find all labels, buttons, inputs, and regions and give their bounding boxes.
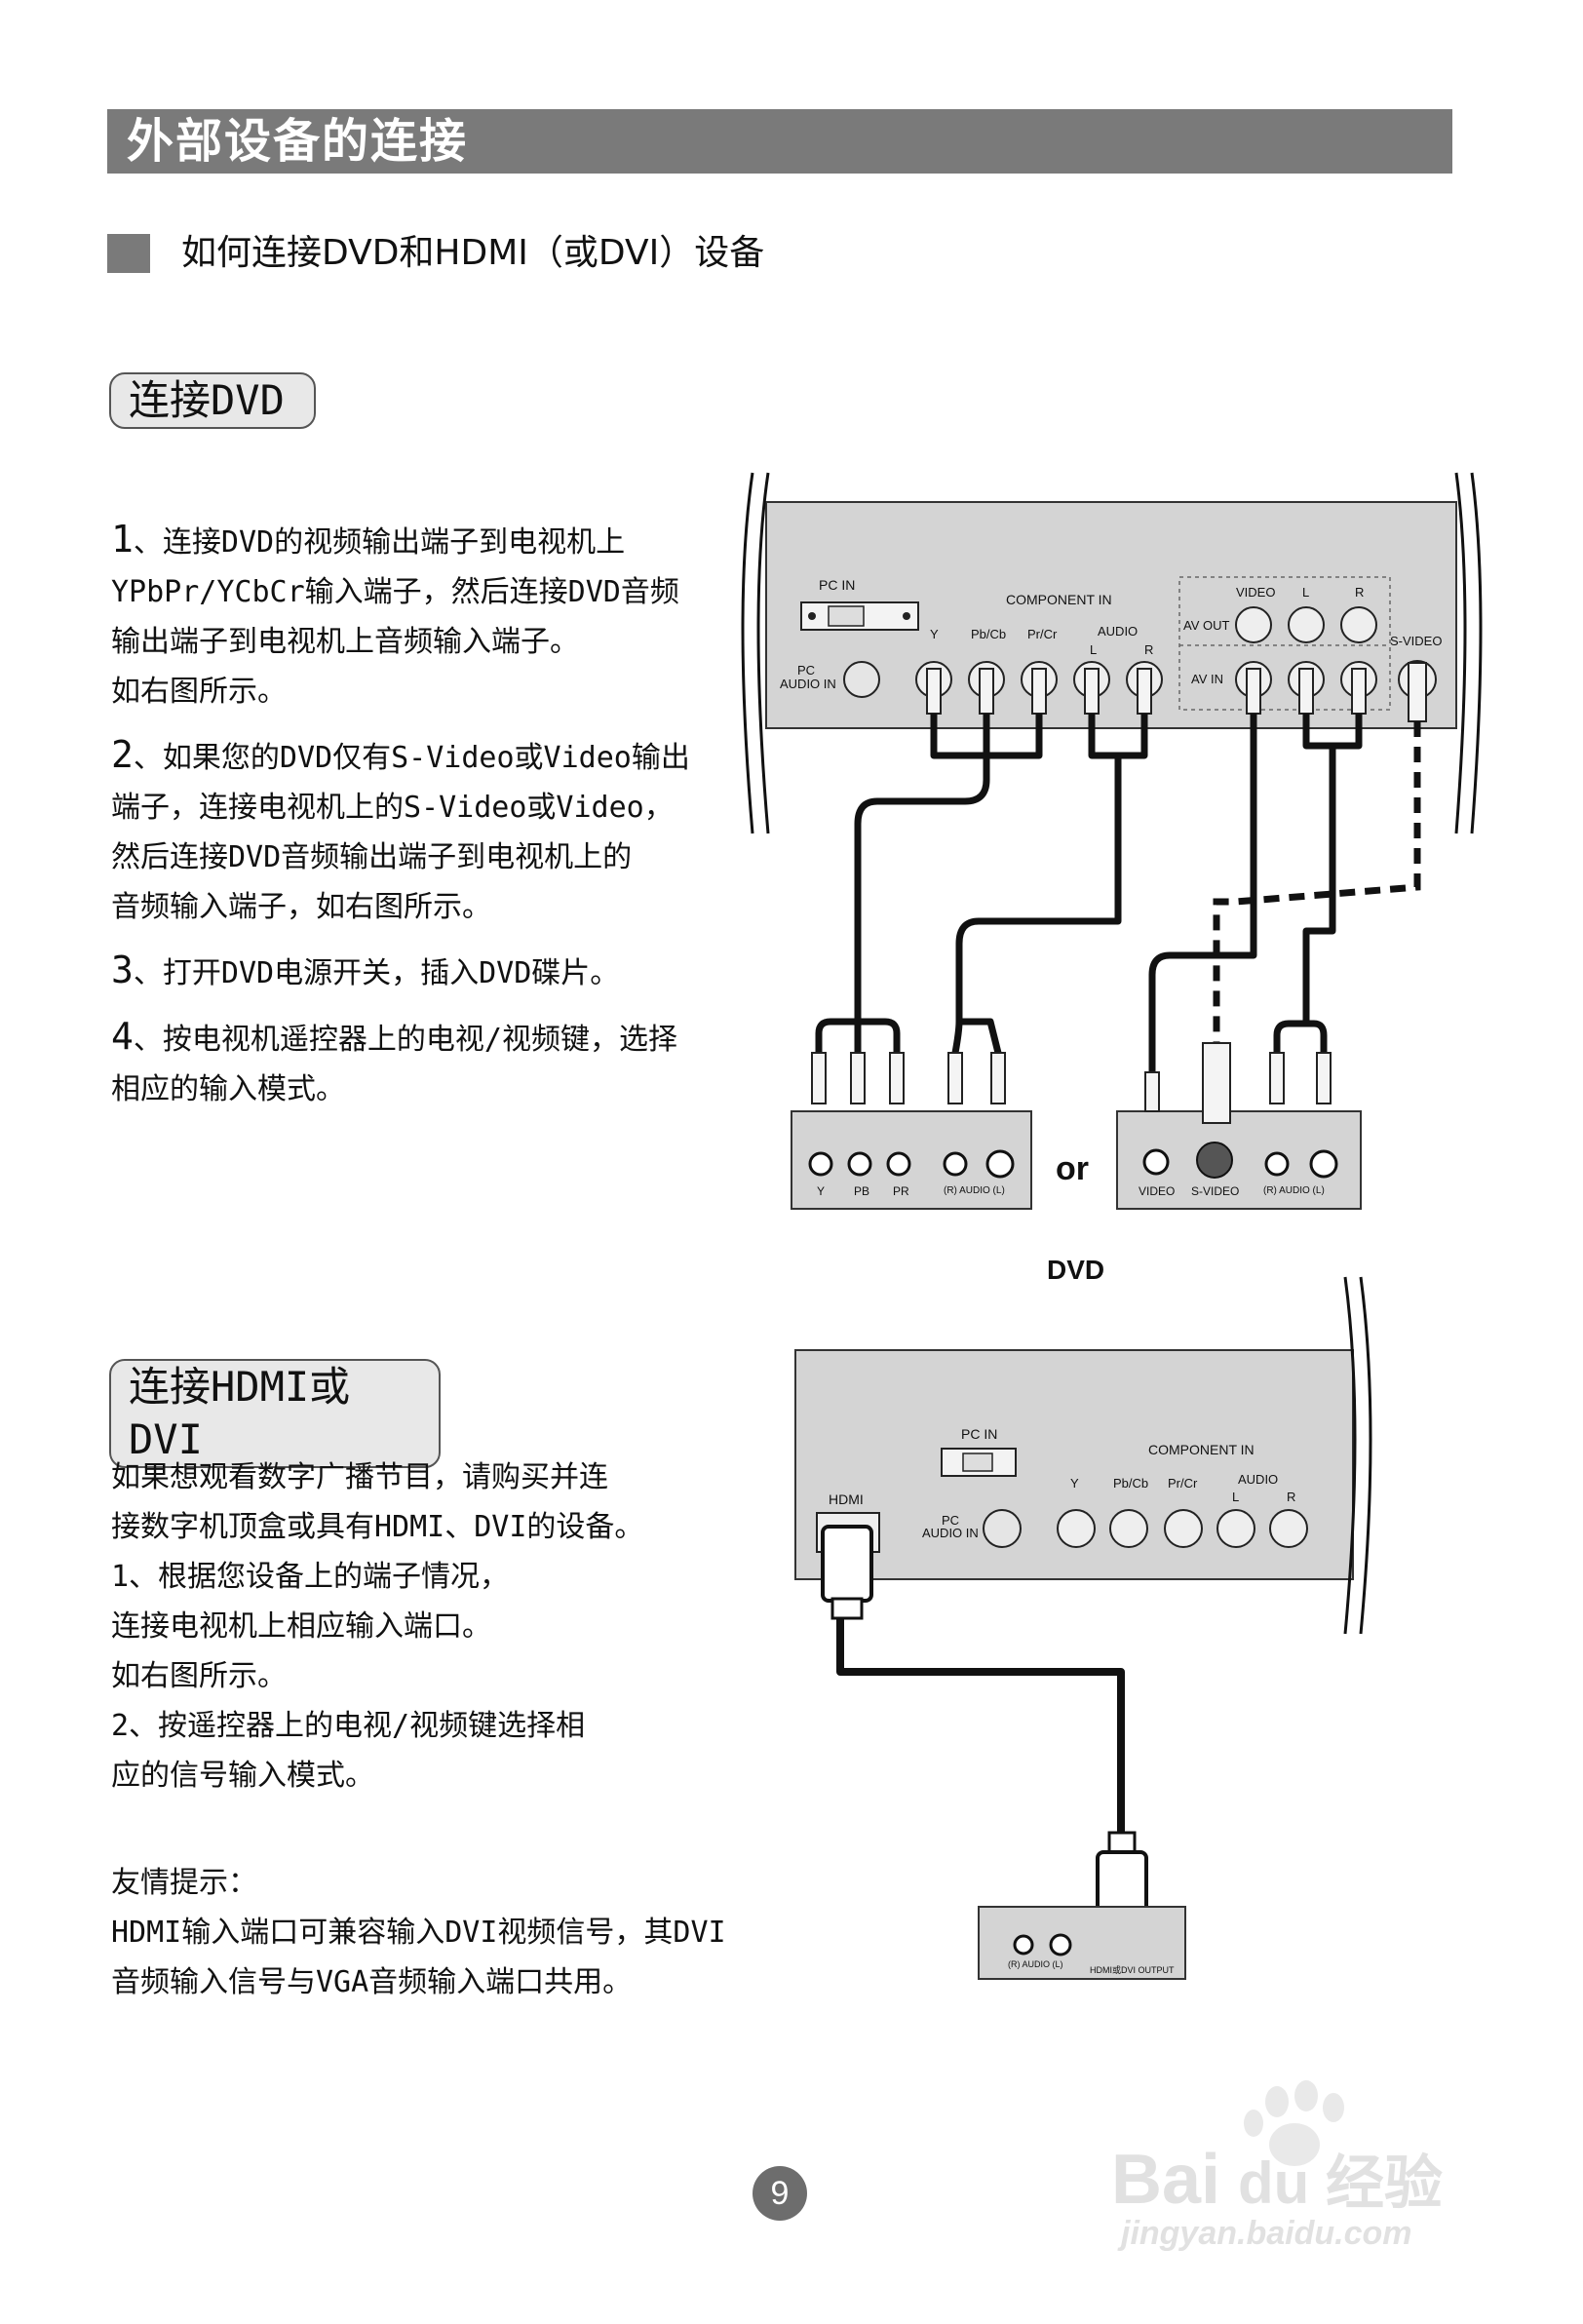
tip-line: 音频输入信号与VGA音频输入端口共用。 bbox=[111, 1965, 633, 1999]
dvd-steps: 1、连接DVD的视频输出端子到电视机上 YPbPr/YCbCr输入端子，然后连接… bbox=[111, 515, 774, 1128]
hdmi-instructions: 如果想观看数字广播节目，请购买并连 接数字机顶盒或具有HDMI、DVI的设备。 … bbox=[111, 1452, 793, 1801]
break-line bbox=[1454, 472, 1467, 834]
pc-in-label-2: PC IN bbox=[961, 1426, 997, 1442]
or-label: or bbox=[1056, 1150, 1089, 1187]
av-in-label: AV IN bbox=[1191, 672, 1223, 686]
header-bar bbox=[107, 109, 1452, 174]
step-line: 、按电视机遥控器上的电视/视频键，选择 bbox=[133, 1023, 677, 1057]
video-label: VIDEO bbox=[1236, 585, 1275, 600]
dvd1-audio-label: (R) AUDIO (L) bbox=[944, 1185, 1005, 1196]
r-label: R bbox=[1355, 585, 1364, 600]
dvd-step-1: 1、连接DVD的视频输出端子到电视机上 YPbPr/YCbCr输入端子，然后连接… bbox=[111, 515, 774, 717]
tip-title: 友情提示： bbox=[111, 1866, 257, 1900]
step-line: 、连接DVD的视频输出端子到电视机上 bbox=[133, 525, 626, 560]
break-line bbox=[741, 472, 754, 834]
hdmi-line: 连接电视机上相应输入端口。 bbox=[111, 1609, 491, 1644]
r-label-2: R bbox=[1287, 1490, 1295, 1504]
step-line: 输出端子到电视机上音频输入端子。 bbox=[111, 625, 579, 659]
watermark-url: jingyan.baidu.com bbox=[1117, 2215, 1411, 2252]
prcr-label-2: Pr/Cr bbox=[1168, 1476, 1198, 1491]
dvd-section-pill: 连接DVD bbox=[109, 372, 316, 429]
device-output-label: HDMI或DVI OUTPUT bbox=[1090, 1964, 1175, 1975]
hdmi-line: 1、根据您设备上的端子情况， bbox=[111, 1560, 510, 1594]
dvd-caption: DVD bbox=[1047, 1255, 1104, 1285]
hdmi-label: HDMI bbox=[829, 1491, 864, 1507]
s-video-label: S-VIDEO bbox=[1390, 634, 1442, 648]
step-number: 2 bbox=[111, 733, 134, 776]
paw-icon bbox=[1244, 2080, 1344, 2166]
hdmi-line: 2、按遥控器上的电视/视频键选择相 bbox=[111, 1709, 586, 1743]
audio-r-label: R bbox=[1144, 642, 1153, 657]
y-label-2: Y bbox=[1070, 1476, 1079, 1491]
vga-connector-icon bbox=[962, 1452, 993, 1472]
dvd2-svideo-label: S-VIDEO bbox=[1191, 1184, 1239, 1198]
y-label: Y bbox=[930, 627, 939, 641]
tv-rear-panel-2 bbox=[794, 1349, 1354, 1580]
tip-box: 友情提示： HDMI输入端口可兼容输入DVI视频信号，其DVI 音频输入信号与V… bbox=[111, 1858, 832, 2007]
audio-l-label: L bbox=[1090, 642, 1097, 657]
step-line: 相应的输入模式。 bbox=[111, 1072, 345, 1106]
pbcb-label: Pb/Cb bbox=[971, 627, 1006, 641]
pc-audio-label-2b: AUDIO IN bbox=[922, 1526, 979, 1540]
step-line: YPbPr/YCbCr输入端子，然后连接DVD音频 bbox=[111, 575, 679, 609]
hdmi-plug-top bbox=[821, 1525, 873, 1603]
step-line: 音频输入端子，如右图所示。 bbox=[111, 890, 491, 924]
dvd1-pr-label: PR bbox=[893, 1184, 909, 1198]
watermark-brand-c: 经验 bbox=[1326, 2150, 1443, 2216]
page-number: 9 bbox=[753, 2166, 807, 2221]
hdmi-line: 接数字机顶盒或具有HDMI、DVI的设备。 bbox=[111, 1510, 644, 1544]
hdmi-source-device bbox=[978, 1906, 1186, 1980]
dvd-step-3: 3、打开DVD电源开关，插入DVD碟片。 bbox=[111, 946, 774, 998]
hdmi-line: 应的信号输入模式。 bbox=[111, 1759, 374, 1793]
step-line: 如右图所示。 bbox=[111, 675, 287, 709]
device-audio-label: (R) AUDIO (L) bbox=[1008, 1959, 1063, 1969]
dvd-diagram: PC IN PC AUDIO IN COMPONENT IN Y Pb/Cb P… bbox=[741, 472, 1483, 1285]
watermark-brand-a: Bai bbox=[1111, 2141, 1220, 2219]
hdmi-diagram: PC IN HDMI PC AUDIO IN COMPONENT IN Y Pb… bbox=[794, 1276, 1372, 1980]
step-number: 1 bbox=[111, 518, 134, 561]
tip-line: HDMI输入端口可兼容输入DVI视频信号，其DVI bbox=[111, 1916, 726, 1950]
step-line: 然后连接DVD音频输出端子到电视机上的 bbox=[111, 840, 633, 874]
hdmi-line: 如果想观看数字广播节目，请购买并连 bbox=[111, 1460, 608, 1494]
dvd-step-4: 4、按电视机遥控器上的电视/视频键，选择 相应的输入模式。 bbox=[111, 1012, 774, 1114]
hdmi-section-pill: 连接HDMI或DVI bbox=[109, 1359, 441, 1468]
vga-connector-icon bbox=[828, 605, 865, 627]
section-subheading: 如何连接DVD和HDMI（或DVI）设备 bbox=[181, 233, 765, 273]
break-line bbox=[1470, 472, 1483, 834]
audio-label: AUDIO bbox=[1098, 624, 1138, 639]
dvd-step-2: 2、如果您的DVD仅有S-Video或Video输出 端子，连接电视机上的S-V… bbox=[111, 730, 774, 932]
pc-audio-label-1: PC bbox=[797, 663, 815, 678]
step-line: 端子，连接电视机上的S-Video或Video， bbox=[111, 791, 674, 825]
section-marker bbox=[107, 234, 150, 273]
step-number: 4 bbox=[111, 1015, 134, 1058]
l-label: L bbox=[1302, 585, 1309, 600]
component-in-label: COMPONENT IN bbox=[1006, 592, 1112, 607]
pc-audio-jack bbox=[843, 661, 880, 698]
l-label-2: L bbox=[1232, 1490, 1239, 1504]
pc-audio-label-2: AUDIO IN bbox=[780, 677, 836, 691]
component-in-label-2: COMPONENT IN bbox=[1148, 1442, 1255, 1457]
prcr-label: Pr/Cr bbox=[1027, 627, 1058, 641]
dvd2-audio-label: (R) AUDIO (L) bbox=[1263, 1185, 1325, 1196]
hdmi-line: 如右图所示。 bbox=[111, 1659, 287, 1693]
pbcb-label-2: Pb/Cb bbox=[1113, 1476, 1148, 1491]
step-line: 、如果您的DVD仅有S-Video或Video输出 bbox=[133, 741, 690, 775]
step-line: 、打开DVD电源开关，插入DVD碟片。 bbox=[133, 956, 620, 990]
pc-audio-label-2a: PC bbox=[942, 1513, 959, 1528]
dvd2-video-label: VIDEO bbox=[1139, 1184, 1175, 1198]
dvd1-y-label: Y bbox=[817, 1184, 825, 1198]
audio-label-2: AUDIO bbox=[1238, 1472, 1278, 1487]
watermark-brand-b: du bbox=[1238, 2150, 1309, 2216]
pc-in-label: PC IN bbox=[819, 577, 855, 593]
dvd1-pb-label: PB bbox=[854, 1184, 869, 1198]
av-out-label: AV OUT bbox=[1183, 618, 1229, 633]
baidu-watermark: Bai du 经验 jingyan.baidu.com bbox=[1111, 2080, 1443, 2252]
page-title: 外部设备的连接 bbox=[127, 114, 469, 169]
step-number: 3 bbox=[111, 949, 134, 991]
break-line bbox=[756, 472, 770, 834]
